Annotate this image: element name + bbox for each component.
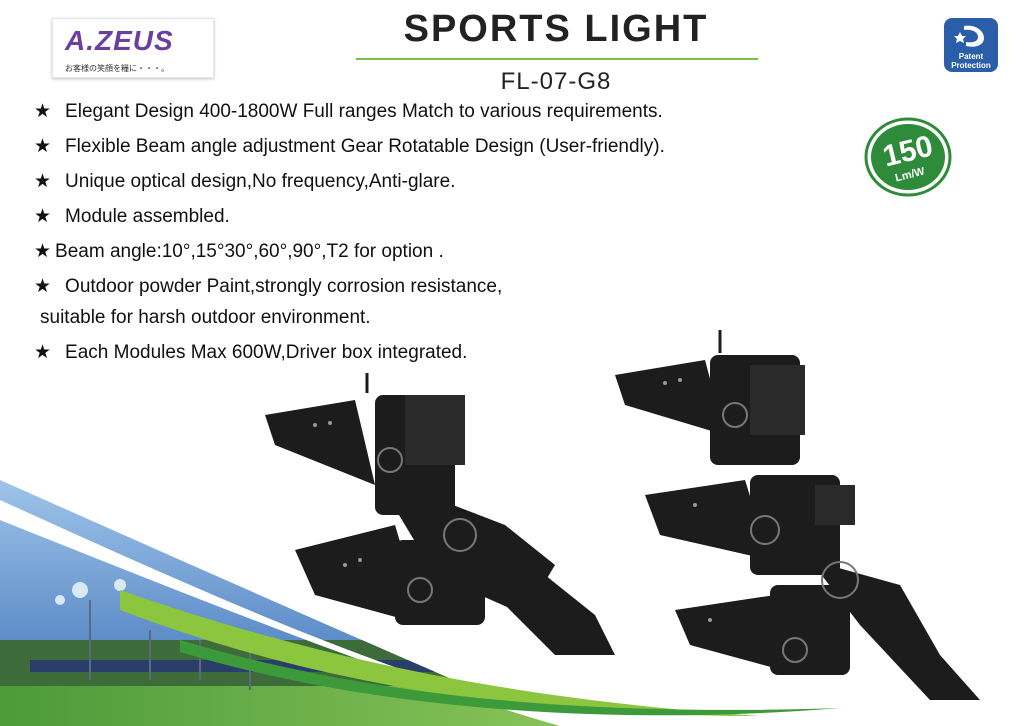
patent-protection-badge: Patent Protection: [944, 18, 998, 72]
efficacy-badge: 150 Lm/W: [864, 117, 952, 197]
patent-shield-icon: [954, 25, 984, 47]
feature-text: Flexible Beam angle adjustment Gear Rota…: [65, 136, 665, 157]
feature-text-continuation: suitable for harsh outdoor environment.: [40, 307, 371, 328]
patent-badge-line2: Protection: [951, 61, 991, 70]
feature-text: Beam angle:10°,15°30°,60°,90°,T2 for opt…: [55, 241, 444, 262]
feature-text: Elegant Design 400-1800W Full ranges Mat…: [65, 101, 663, 122]
feature-item: ★Beam angle:10°,15°30°,60°,90°,T2 for op…: [34, 240, 854, 263]
feature-item: ★ Flexible Beam angle adjustment Gear Rot…: [34, 135, 854, 158]
feature-item: ★ Module assembled.: [34, 205, 854, 228]
feature-list: ★ Elegant Design 400-1800W Full ranges Ma…: [34, 100, 854, 376]
star-icon: ★: [34, 171, 52, 192]
feature-text: Module assembled.: [65, 206, 230, 227]
feature-text: Unique optical design,No frequency,Anti-…: [65, 171, 456, 192]
company-logo: A.ZEUS お客様の笑顔を糧に・・・。: [52, 18, 214, 78]
star-icon: ★: [34, 276, 52, 297]
fixture-two-module-image: [265, 373, 615, 655]
logo-slogan: お客様の笑顔を糧に・・・。: [65, 64, 169, 73]
logo-brand-text: A.ZEUS: [65, 25, 174, 56]
feature-text: Each Modules Max 600W,Driver box integra…: [65, 342, 468, 363]
star-icon: ★: [34, 206, 52, 227]
title-underline: [356, 58, 758, 60]
feature-text: Outdoor powder Paint,strongly corrosion …: [65, 276, 503, 297]
star-icon: ★: [34, 136, 52, 157]
efficacy-badge-circle: [864, 117, 952, 197]
feature-item: ★ Elegant Design 400-1800W Full ranges Ma…: [34, 100, 854, 123]
feature-item: ★ Each Modules Max 600W,Driver box integr…: [34, 341, 854, 364]
star-icon: ★: [34, 342, 52, 363]
fixture-three-module-image: [615, 330, 980, 700]
star-icon: ★: [34, 101, 52, 122]
feature-item: ★ Unique optical design,No frequency,Anti…: [34, 170, 854, 193]
model-number: FL-07-G8: [500, 68, 612, 95]
page-title: SPORTS LIGHT: [403, 8, 709, 50]
feature-item: ★ Outdoor powder Paint,strongly corrosion…: [34, 275, 854, 329]
patent-badge-label: Patent Protection: [944, 52, 998, 70]
star-icon: ★: [34, 241, 52, 262]
patent-badge-line1: Patent: [958, 52, 984, 61]
